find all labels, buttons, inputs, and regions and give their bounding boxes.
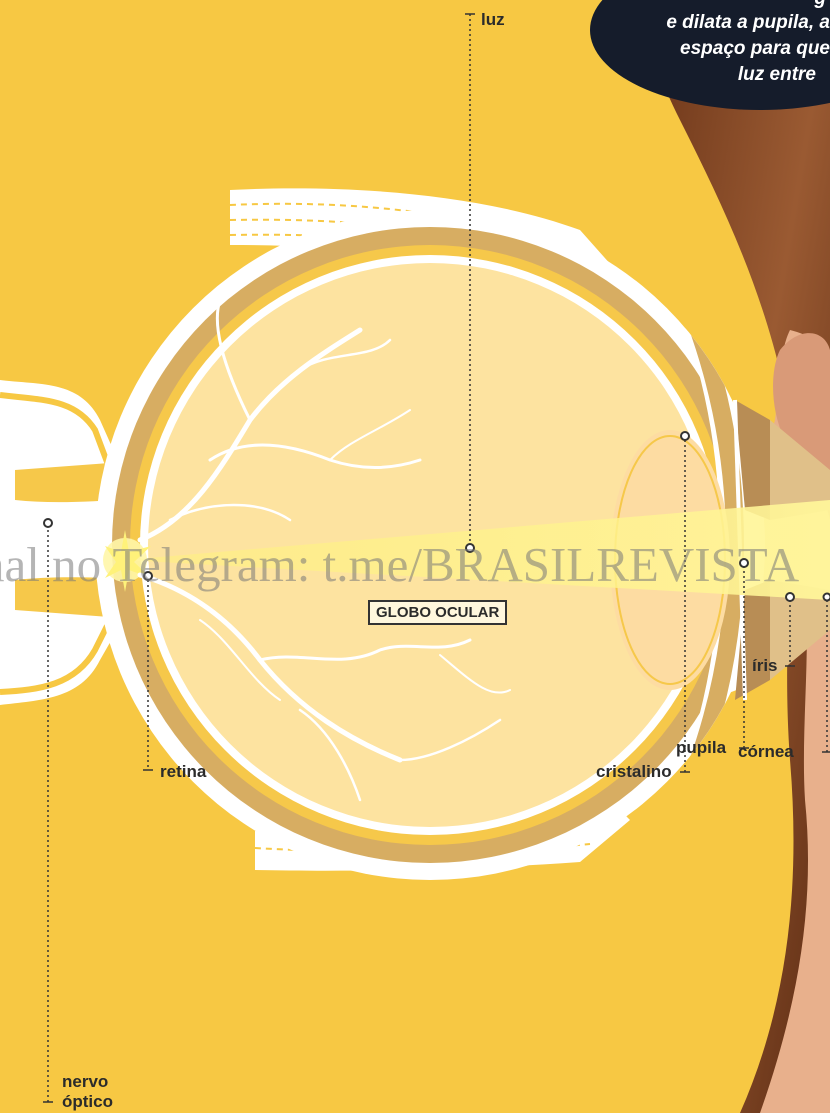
label-globo-ocular: GLOBO OCULAR — [368, 600, 507, 625]
label-retina: retina — [160, 762, 206, 781]
label-nervo-line2: óptico — [62, 1092, 113, 1111]
label-cristalino: cristalino — [596, 762, 672, 781]
label-pupila: pupila — [676, 738, 726, 757]
label-nervo-line1: nervo — [62, 1072, 108, 1091]
label-luz: luz — [481, 10, 505, 29]
label-cornea: córnea — [738, 742, 794, 761]
bubble-line-4: luz entre — [738, 62, 816, 87]
label-iris: íris — [752, 656, 778, 675]
watermark: nal no Telegram: t.me/BRASILREVISTA — [0, 536, 799, 593]
bubble-line-2: e dilata a pupila, a — [666, 10, 830, 35]
bubble-line-3: espaço para que — [680, 36, 830, 61]
